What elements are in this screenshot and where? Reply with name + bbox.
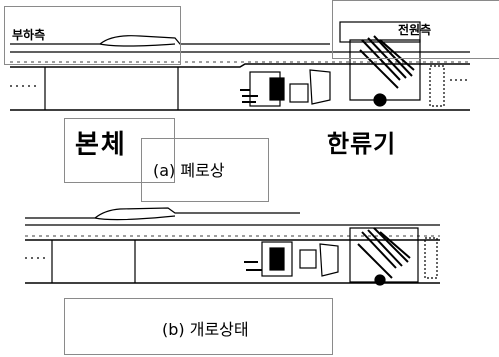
rectifier-label: 한류기 bbox=[327, 130, 397, 158]
body-label: 본체 bbox=[75, 130, 127, 160]
load-side-label-box bbox=[4, 6, 181, 65]
source-side-label-box bbox=[332, 0, 499, 59]
closed-state-caption: (a) 폐로상 bbox=[153, 161, 225, 180]
open-state-caption: (b) 개로상태 bbox=[162, 320, 249, 339]
source-side-label: 전원측 bbox=[398, 23, 432, 37]
open-state-caption-box bbox=[64, 298, 333, 355]
closed-state-drawing bbox=[10, 21, 470, 111]
closed-state-caption-box bbox=[141, 138, 269, 202]
body-label-box bbox=[64, 118, 175, 183]
open-state-drawing bbox=[25, 207, 440, 286]
load-side-label: 부하측 bbox=[12, 28, 46, 42]
